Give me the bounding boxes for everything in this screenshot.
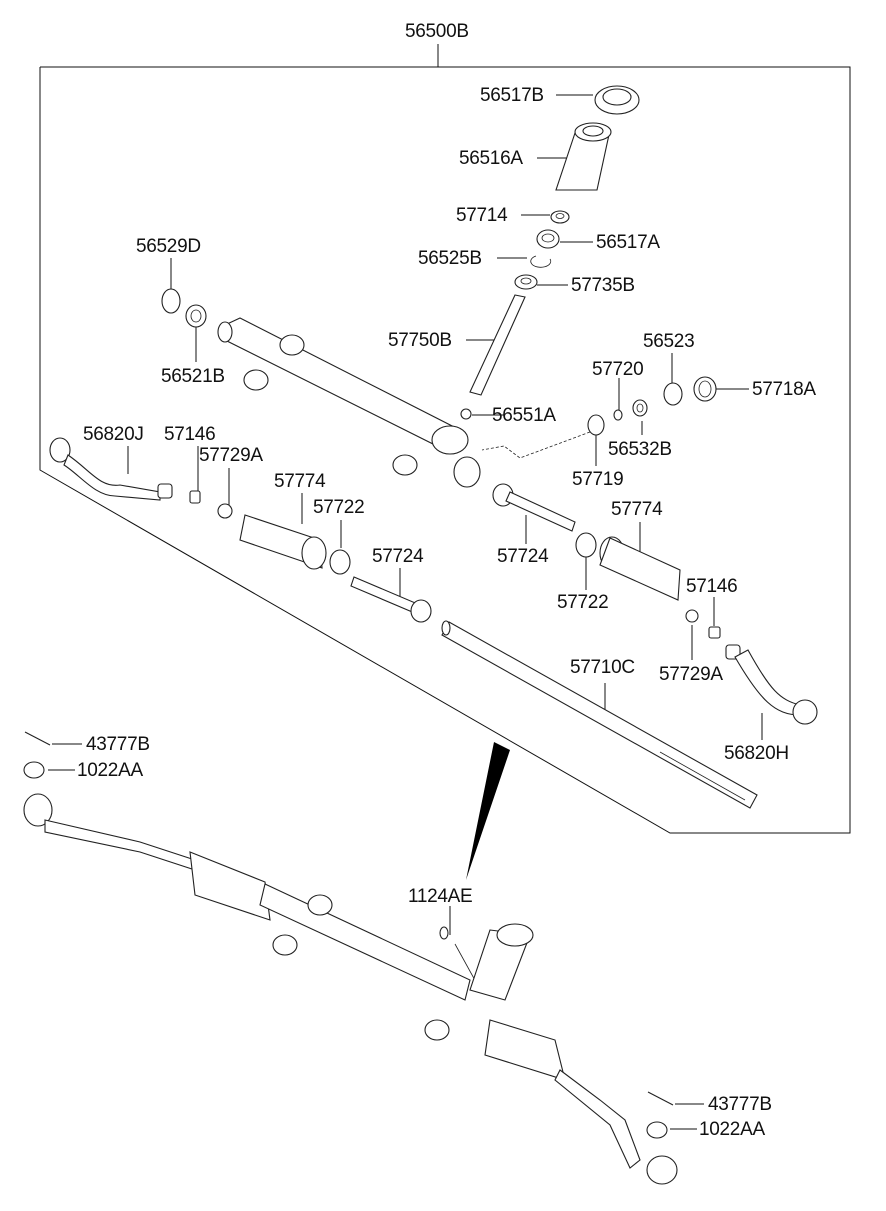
part-1022AA-nut-right: [646, 1121, 668, 1139]
part-57714-seal: [550, 210, 570, 224]
label-56500B: 56500B: [405, 21, 469, 42]
part-57719-yoke: [587, 414, 605, 436]
part-57724-inner-rod-right: [492, 483, 576, 532]
assembled-steering-rack: [23, 793, 678, 1185]
label-56523: 56523: [643, 331, 695, 352]
label-57774-right: 57774: [611, 499, 663, 520]
label-56551A: 56551A: [492, 405, 556, 426]
label-57146-right: 57146: [686, 576, 738, 597]
label-56517A: 56517A: [596, 232, 660, 253]
label-57714: 57714: [456, 205, 508, 226]
label-56820J: 56820J: [83, 424, 144, 445]
part-56517B-cap: [594, 85, 640, 115]
label-57724-left: 57724: [372, 546, 424, 567]
label-56820H: 56820H: [724, 743, 789, 764]
part-57724-inner-rod-left: [350, 576, 432, 623]
part-43777B-cotter-right: [647, 1091, 674, 1106]
label-43777B-right: 43777B: [708, 1094, 772, 1115]
part-57146-nut-right: [708, 626, 721, 639]
label-57720: 57720: [592, 359, 644, 380]
part-57729A-clip-right: [685, 609, 699, 623]
part-57146-nut-left: [189, 490, 201, 504]
label-43777B-left: 43777B: [86, 734, 150, 755]
part-57750B-pinion: [469, 294, 526, 396]
part-57718A-cap: [693, 376, 717, 402]
label-1124AE: 1124AE: [408, 886, 473, 907]
part-57710C-rack-bar: [441, 620, 758, 809]
part-57720-spring: [613, 409, 623, 421]
part-56529D-ring: [161, 288, 181, 314]
label-1022AA-left: 1022AA: [77, 760, 143, 781]
label-57735B: 57735B: [571, 275, 635, 296]
label-56529D: 56529D: [136, 236, 201, 257]
label-56525B: 56525B: [418, 248, 482, 269]
label-56516A: 56516A: [459, 148, 523, 169]
label-57724-right: 57724: [497, 546, 549, 567]
part-57774-boot-right: [599, 536, 681, 601]
part-57729A-clip-left: [217, 503, 233, 519]
part-43777B-cotter-left: [24, 731, 51, 746]
label-57722-right: 57722: [557, 592, 609, 613]
label-57750B: 57750B: [388, 330, 452, 351]
part-56521B-bushing: [185, 304, 207, 328]
assembly-pointer: [466, 742, 510, 880]
label-57719: 57719: [572, 469, 624, 490]
label-57146-left: 57146: [164, 424, 216, 445]
label-57710C: 57710C: [570, 657, 635, 678]
label-57774-left: 57774: [274, 471, 326, 492]
part-57722-clamp-right: [575, 532, 597, 558]
part-56532B-locknut: [632, 399, 648, 417]
part-1022AA-nut-left: [23, 761, 45, 779]
part-56525B-snapring: [530, 255, 552, 268]
label-57718A: 57718A: [752, 379, 816, 400]
part-57774-boot-left: [239, 514, 327, 570]
assembly-bracket: [39, 44, 851, 834]
part-56523-ring: [663, 382, 683, 406]
part-rack-housing: [217, 317, 481, 488]
label-56517B: 56517B: [480, 85, 544, 106]
part-57722-clamp-left: [329, 549, 351, 575]
label-57729A-left: 57729A: [199, 445, 263, 466]
part-56820H-tie-rod-end-right: [725, 644, 818, 725]
label-57722-left: 57722: [313, 497, 365, 518]
label-57729A-right: 57729A: [659, 664, 723, 685]
part-56516A-housing: [555, 122, 612, 191]
part-56551A-plug: [460, 408, 472, 420]
part-57735B-washer: [514, 274, 538, 290]
part-56820J-tie-rod-end-left: [49, 437, 173, 501]
label-56521B: 56521B: [161, 366, 225, 387]
label-56532B: 56532B: [608, 439, 672, 460]
part-56517A-bearing: [536, 229, 560, 249]
label-1022AA-right: 1022AA: [699, 1119, 765, 1140]
